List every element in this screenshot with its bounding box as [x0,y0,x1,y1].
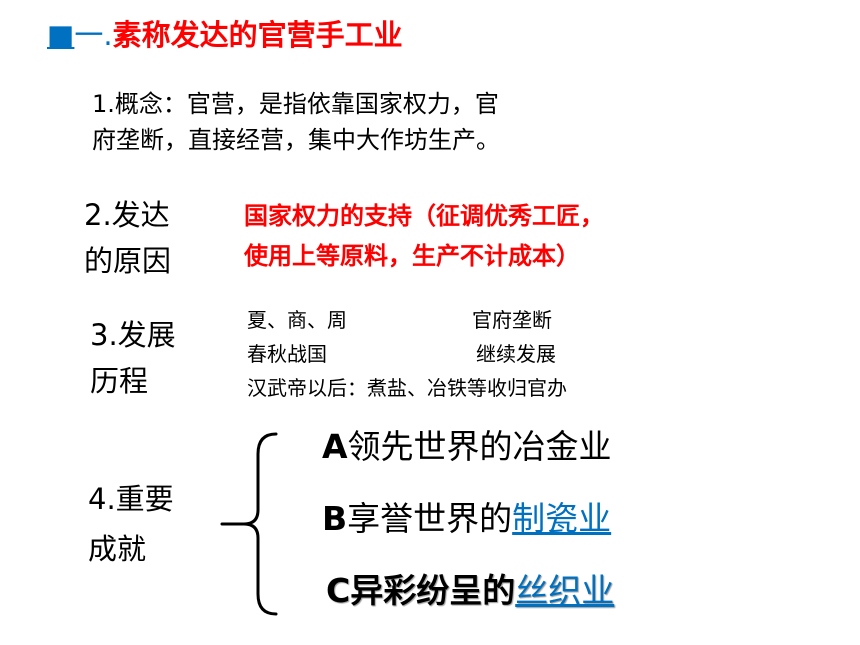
achievement-item-b: B享誉世界的制瓷业 [322,492,611,540]
achievement-prefix-b: B [322,499,348,538]
history-period-3: 汉武帝以后：煮盐、冶铁等收归官办 [247,376,567,400]
achievement-prefix-a: A [322,427,348,466]
history-label-2: 历程 [90,364,149,398]
title-number: 一. [74,18,113,52]
reason-label-2: 的原因 [84,244,172,278]
reason-text-1: 国家权力的支持（征调优秀工匠， [244,202,604,230]
definition-text-2: 府垄断，直接经营，集中大作坊生产。 [92,126,500,154]
achievement-prefix-c: C [326,571,351,610]
reason-text-2: 使用上等原料，生产不计成本） [244,242,580,270]
achievement-item-a: A领先世界的冶金业 [322,420,612,468]
brace-icon [220,432,278,616]
definition-line-1: 1.概念：官营，是指依靠国家权力，官 [92,84,499,119]
page-title: ■一.素称发达的官营手工业 [47,12,403,54]
achievement-text-b: 享誉世界的 [347,499,513,538]
definition-line-2: 府垄断，直接经营，集中大作坊生产。 [92,120,500,155]
square-bullet-icon: ■ [47,18,75,52]
achievement-link-a: 冶金业 [512,427,612,466]
achievement-item-c: C异彩纷呈的丝织业 [326,564,614,612]
title-text: 素称发达的官营手工业 [112,18,403,52]
history-status-2: 继续发展 [476,342,556,366]
history-status-1: 官府垄断 [472,308,552,332]
history-label-1: 3.发展 [90,318,176,352]
definition-text-1: 1.概念：官营，是指依靠国家权力，官 [92,90,499,118]
achievement-text-a: 领先世界的 [347,427,513,466]
history-period-1: 夏、商、周 [247,308,347,332]
achievement-text-c: 异彩纷呈的 [350,571,516,610]
achievement-label-2: 成就 [88,532,147,566]
achievement-link-b[interactable]: 制瓷业 [512,499,612,538]
achievement-label-1: 4.重要 [88,482,174,516]
achievement-link-c[interactable]: 丝织业 [515,571,615,610]
reason-label-1: 2.发达 [84,198,170,232]
history-period-2: 春秋战国 [247,342,327,366]
